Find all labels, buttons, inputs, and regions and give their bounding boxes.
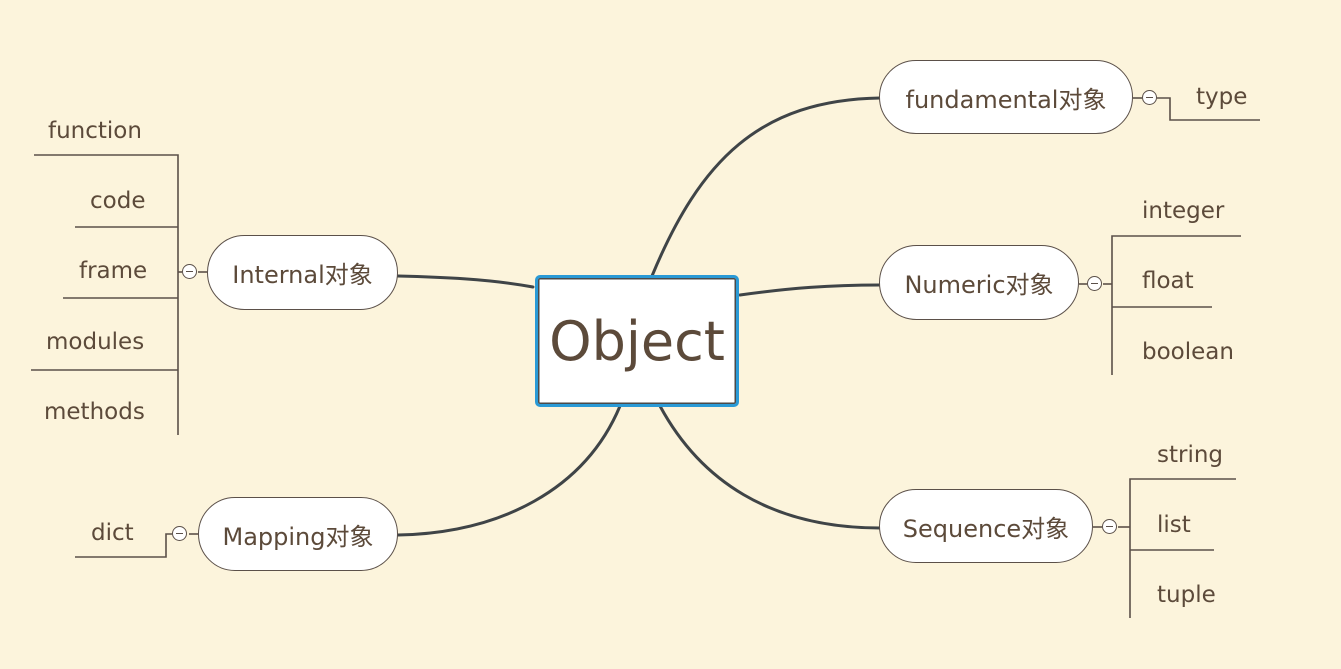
leaf-function[interactable]: function	[48, 118, 142, 144]
collapse-mapping-icon[interactable]	[172, 526, 187, 541]
branch-fundamental[interactable]: fundamental对象	[879, 60, 1133, 134]
leaf-modules[interactable]: modules	[46, 329, 145, 355]
branch-numeric-label: Numeric对象	[904, 271, 1054, 299]
leaf-list[interactable]: list	[1157, 512, 1191, 538]
leaf-float[interactable]: float	[1142, 268, 1194, 294]
root-node[interactable]: Object	[535, 275, 739, 407]
leaf-string[interactable]: string	[1157, 442, 1224, 468]
collapse-internal-icon[interactable]	[182, 264, 197, 279]
leaf-code[interactable]: code	[90, 188, 146, 214]
leaf-frame[interactable]: frame	[79, 258, 148, 284]
leaf-dict[interactable]: dict	[91, 520, 134, 546]
edge-root-internal	[396, 274, 535, 289]
branch-sequence[interactable]: Sequence对象	[879, 489, 1093, 563]
edge-type	[1157, 97, 1260, 121]
edge-function	[34, 154, 179, 435]
collapse-sequence-icon[interactable]	[1102, 519, 1117, 534]
leaf-boolean[interactable]: boolean	[1142, 339, 1234, 365]
leaf-tuple[interactable]: tuple	[1157, 582, 1216, 608]
edge-root-mapping	[396, 404, 622, 537]
edge-root-fundamental	[650, 96, 882, 278]
branch-sequence-label: Sequence对象	[902, 514, 1070, 543]
leaf-type[interactable]: type	[1196, 84, 1248, 110]
edge-root-sequence	[658, 404, 882, 530]
branch-internal[interactable]: Internal对象	[207, 235, 398, 310]
edge-root-numeric	[738, 283, 882, 297]
branch-internal-label: Internal对象	[232, 261, 373, 289]
branch-fundamental-label: fundamental对象	[905, 85, 1107, 114]
leaf-methods[interactable]: methods	[44, 399, 145, 425]
edge-dict	[75, 533, 172, 558]
leaf-integer[interactable]: integer	[1142, 198, 1225, 224]
branch-mapping-label: Mapping对象	[222, 522, 374, 551]
collapse-numeric-icon[interactable]	[1087, 276, 1102, 291]
edge-integer	[1111, 235, 1241, 375]
root-label: Object	[549, 309, 725, 373]
branch-numeric[interactable]: Numeric对象	[879, 245, 1079, 320]
collapse-fundamental-icon[interactable]	[1142, 90, 1157, 105]
edge-string	[1129, 478, 1236, 618]
branch-mapping[interactable]: Mapping对象	[198, 497, 398, 571]
